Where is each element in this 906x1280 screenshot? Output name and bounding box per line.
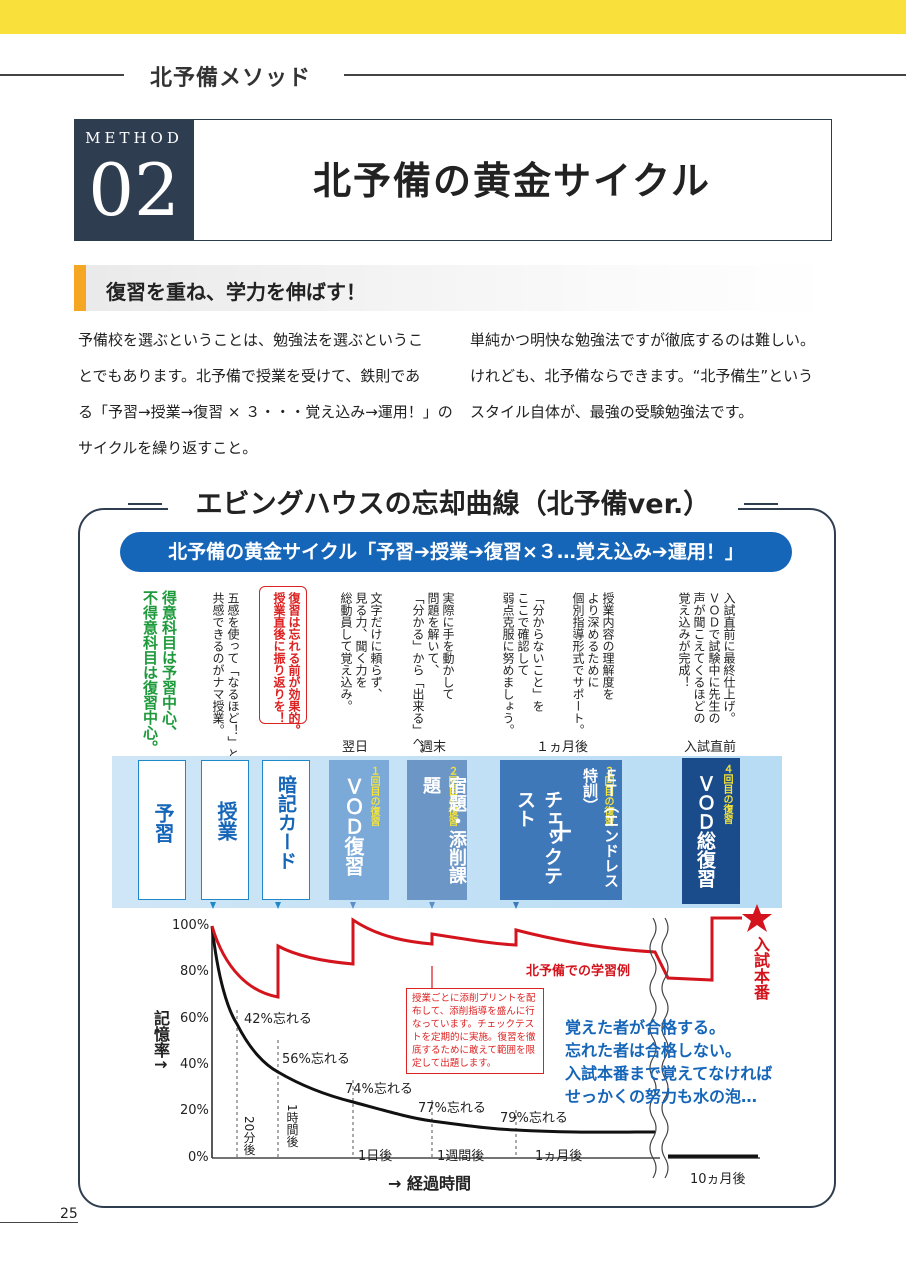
forget-label: 74%忘れる <box>345 1082 413 1097</box>
x-tick-10m: 10ヵ月後 <box>690 1172 746 1187</box>
card-vod4: ４回目の復習 ＶＯＤ総復習 <box>682 758 740 904</box>
pointer-icon <box>275 902 281 909</box>
card-homework-tag: ２回目の復習 <box>446 766 457 826</box>
page-rule <box>0 1222 78 1223</box>
blue-message-line: 覚えた者が合格する。 <box>565 1018 726 1037</box>
method-badge: METHOD 02 <box>74 119 194 240</box>
timing-month: １ヵ月後 <box>536 740 589 755</box>
y-tick: 40% <box>180 1057 209 1072</box>
note-homework: 実際に手を動かして 問題を解いて、 「分かる」から「出来る」へ。 <box>411 592 455 760</box>
card-jugyo: 授業 <box>201 760 249 900</box>
x-axis-label: → 経過時間 <box>388 1174 471 1193</box>
body-line: スタイル自体が、最強の受験勉強法です。 <box>470 403 754 421</box>
timing-next-day: 翌日 <box>342 740 369 755</box>
y-axis-label: 記憶率↑ <box>151 1010 170 1072</box>
body-line: とでもあります。北予備で授業を受けて、鉄則であ <box>78 367 421 385</box>
x-tick-1h: 1時間後 <box>285 1104 299 1148</box>
y-tick: 80% <box>180 964 209 979</box>
body-left: 予備校を選ぶということは、勉強法を選ぶというこ とでもあります。北予備で授業を受… <box>78 322 458 466</box>
axis-break-mark <box>649 917 657 1179</box>
y-tick: 60% <box>180 1011 209 1026</box>
blue-message-line: 忘れた者は合格しない。 <box>565 1041 742 1060</box>
method-title: 北予備の黄金サイクル <box>312 158 712 203</box>
blue-message-line: せっかくの努力も水の泡… <box>565 1087 758 1106</box>
body-line: る「予習→授業→復習 × ３・・・覚え込み→運用！」の <box>78 403 453 421</box>
note-final: 入試直前に最終仕上げ。 ＶＯＤで試験中に先生の 声が聞こえてくるほどの 覚え込み… <box>677 592 736 724</box>
y-tick: 100% <box>172 918 210 933</box>
plus-icon: ＋ <box>548 818 575 848</box>
forget-label: 77%忘れる <box>418 1101 486 1116</box>
note-checktest: 「分からないこと」を ここで確認して 弱点克服に努めましょう。 <box>501 592 545 736</box>
method-box <box>74 119 832 241</box>
blue-message-line: 入試本番まで覚えてなければ <box>565 1064 773 1083</box>
study-curve <box>210 916 742 999</box>
subheading: 復習を重ね、学力を伸ばす！ <box>106 280 366 304</box>
study-note: 授業ごとに添削プリントを配布して、添削指導を盛んに行なっています。チェックテスト… <box>406 988 544 1074</box>
pointer-icon <box>429 902 435 909</box>
body-right: 単純かつ明快な勉強法ですが徹底するのは難しい。 けれども、北予備ならできます。“… <box>470 322 850 430</box>
study-example-label: 北予備での学習例 <box>526 964 631 979</box>
card-homework-label: 宿題・添削課題 <box>420 776 467 884</box>
card-vod1: １回目の復習 ＶＯＤ復習 <box>329 760 389 900</box>
card-vod4-label: ＶＯＤ総復習 <box>694 774 716 888</box>
note-green: 得意科目は予習中心、 不得意科目は復習中心。 <box>141 590 178 755</box>
x-tick-1d: 1日後 <box>358 1149 393 1164</box>
diagram-title-bg <box>168 480 738 524</box>
section-rule-right <box>344 74 906 76</box>
subheading-bg <box>86 265 830 311</box>
body-line: 単純かつ明快な勉強法ですが徹底するのは難しい。 <box>470 331 816 349</box>
card-vod4-tag: ４回目の復習 <box>721 764 732 824</box>
blue-message: 覚えた者が合格する。 忘れた者は合格しない。 入試本番まで覚えてなければ せっか… <box>565 1016 772 1108</box>
subheading-accent <box>74 265 86 311</box>
card-check-et: チェックテスト ＋ ３回目の復習 ＥＴ（エンドレス特訓） <box>500 760 622 900</box>
card-vod1-label: ＶＯＤ復習 <box>341 776 365 876</box>
pointer-icon <box>210 902 216 909</box>
card-homework: ２回目の復習 宿題・添削課題 <box>407 760 467 900</box>
timing-weekend: 週末 <box>420 740 447 755</box>
timing-exam: 入試直前 <box>684 740 737 755</box>
page-number: 25 <box>60 1206 78 1222</box>
card-jugyo-label: 授業 <box>214 801 238 841</box>
card-yoshu-label: 予習 <box>151 803 175 843</box>
pointer-icon <box>513 902 519 909</box>
y-tick: 0% <box>188 1150 209 1165</box>
section-rule-left <box>0 74 124 76</box>
card-checktest-label: チェックテスト <box>514 790 563 885</box>
note-review: 復習は忘れる前が効果的。 授業直後に振り返りを！ <box>272 592 301 736</box>
diagram-title: エビングハウスの忘却曲線（北予備ver.） <box>195 489 711 520</box>
x-tick-20min: 20分後 <box>242 1116 256 1156</box>
diagram-title-rule-right <box>744 503 778 505</box>
method-number: 02 <box>88 148 180 232</box>
cycle-banner: 北予備の黄金サイクル「予習➔授業➔復習×３…覚え込み➔運用！」 <box>120 532 792 572</box>
section-title: 北予備メソッド <box>150 66 312 91</box>
note-vod: 文字だけに頼らず、 見る力、聞く力を 総動員して覚え込み。 <box>339 592 383 712</box>
note-review-box <box>259 586 307 724</box>
axis-break-mark <box>661 917 669 1179</box>
forget-label: 56%忘れる <box>282 1052 350 1067</box>
body-line: 予備校を選ぶということは、勉強法を選ぶというこ <box>78 331 424 349</box>
top-banner <box>0 0 906 34</box>
card-vod1-tag: １回目の復習 <box>368 766 379 826</box>
x-tick-1w: 1週間後 <box>437 1149 485 1164</box>
forgetting-curve-chart <box>210 902 772 1179</box>
card-et-tag: ３回目の復習 <box>602 766 613 826</box>
note-lecture: 五感を使って「なるほど！」と 共感できるのがナマ授業。 <box>211 592 240 760</box>
card-yoshu: 予習 <box>138 760 186 900</box>
card-anki: 暗記カード <box>262 760 310 900</box>
body-line: けれども、北予備ならできます。“北予備生”という <box>470 367 814 385</box>
forget-label: 42%忘れる <box>244 1012 312 1027</box>
diagram-title-rule-left <box>128 503 162 505</box>
method-label: METHOD <box>85 129 183 147</box>
card-et-label: ＥＴ（エンドレス特訓） <box>581 768 620 888</box>
star-icon <box>742 904 772 932</box>
x-tick-1m: 1ヵ月後 <box>535 1149 583 1164</box>
note-et: 授業内容の理解度を より深めるために 個別指導形式でサポート。 <box>571 592 615 736</box>
card-anki-label: 暗記カード <box>275 775 297 870</box>
pointer-icon <box>350 902 356 909</box>
exam-label: 入試本番 <box>751 936 770 1000</box>
forgetting-curve <box>210 925 656 1134</box>
forget-label: 79%忘れる <box>500 1111 568 1126</box>
body-line: サイクルを繰り返すこと。 <box>78 439 258 457</box>
y-tick: 20% <box>180 1103 209 1118</box>
